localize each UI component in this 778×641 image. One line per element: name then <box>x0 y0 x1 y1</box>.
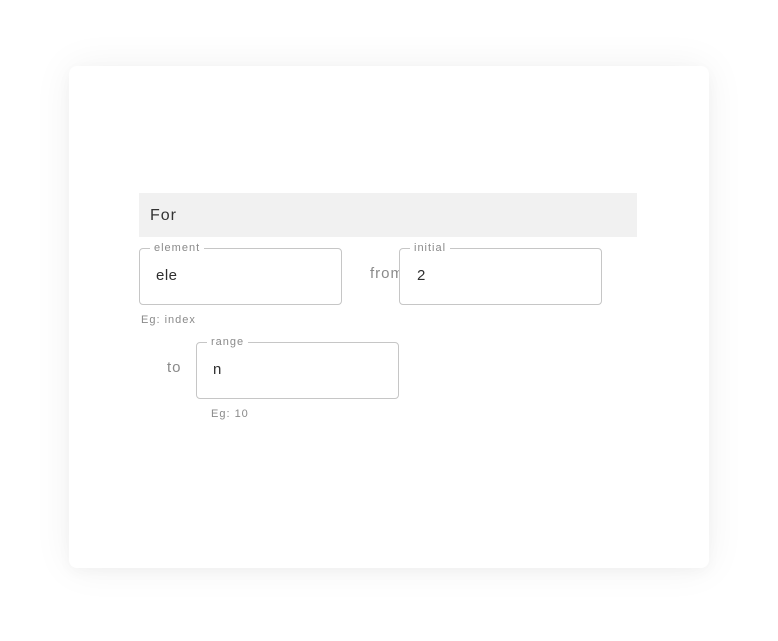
range-field[interactable]: range n <box>196 335 399 399</box>
for-block-header: For <box>139 193 637 237</box>
range-field-helper: Eg: 10 <box>211 408 249 420</box>
initial-field-value[interactable]: 2 <box>417 267 426 284</box>
element-field-helper: Eg: index <box>141 314 196 326</box>
from-label: from <box>370 265 404 282</box>
element-field-value[interactable]: ele <box>156 267 178 284</box>
block-title: For <box>150 207 177 224</box>
to-label: to <box>167 359 182 376</box>
element-field-label: element <box>150 241 205 255</box>
element-field[interactable]: element ele <box>139 241 342 305</box>
range-field-label: range <box>207 335 249 349</box>
range-field-value[interactable]: n <box>213 361 222 378</box>
initial-field[interactable]: initial 2 <box>399 241 602 305</box>
initial-field-label: initial <box>410 241 451 255</box>
for-block-card <box>69 66 709 568</box>
